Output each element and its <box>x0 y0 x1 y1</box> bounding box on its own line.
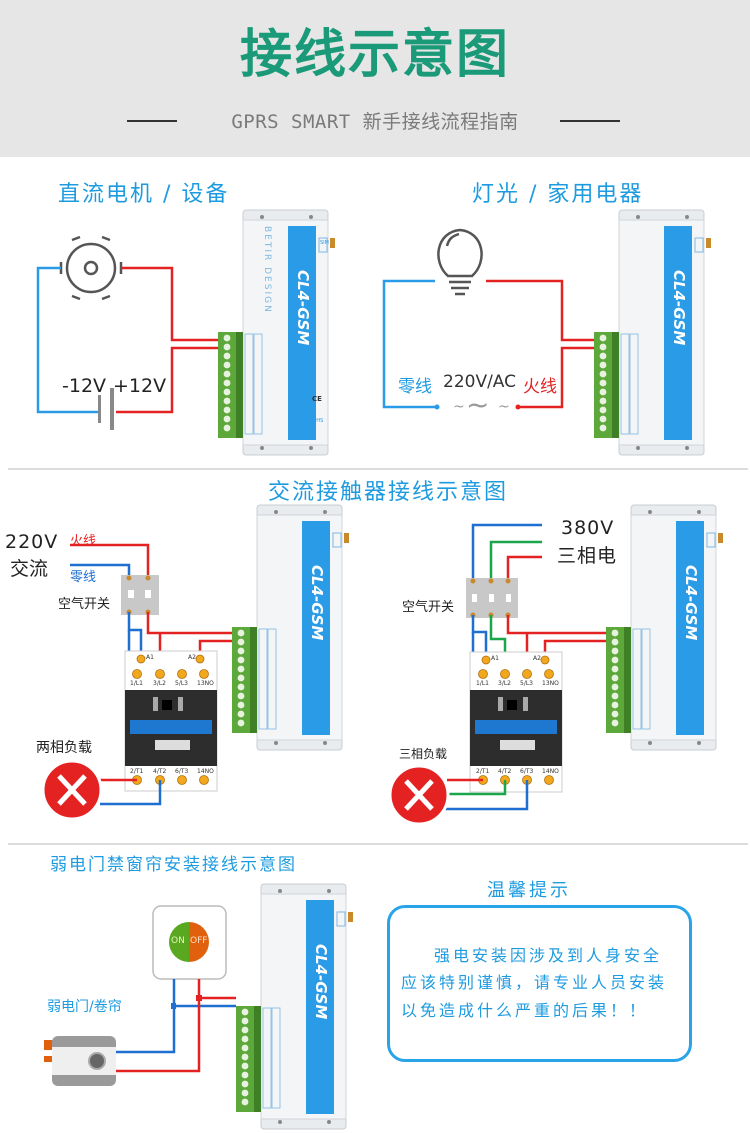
terminal-label: 13NO <box>197 680 214 687</box>
page-title: 接线示意图 <box>239 25 510 85</box>
page-subtitle: GPRS SMART 新手接线流程指南 <box>231 111 519 133</box>
live-wire-label: 火线 <box>523 377 557 397</box>
neutral-wire-label: 零线 <box>398 377 432 397</box>
contactor-icon <box>124 650 218 792</box>
tips-box <box>387 905 692 1062</box>
controller-label-group: CL4-GSM <box>302 535 330 735</box>
motor-icon <box>59 235 123 301</box>
controller-model: CL4-GSM <box>312 944 330 1020</box>
terminal-label: 6/T3 <box>520 768 534 775</box>
lighting-diagram: ~ ~ ~ <box>382 228 598 421</box>
rohs-mark: RoHS <box>310 418 324 424</box>
battery-icon <box>98 388 114 430</box>
terminal-label: 3/L2 <box>153 680 166 687</box>
ac-voltage-label: 220V/AC <box>443 372 517 392</box>
controller-device <box>605 504 724 751</box>
terminal-label: 2/T1 <box>130 768 144 775</box>
section-title-lighting: 灯光 / 家用电器 <box>472 182 644 207</box>
terminal-label: 1/L1 <box>476 680 489 687</box>
terminal-label: 3/L2 <box>498 680 511 687</box>
terminal-label: 2/T1 <box>476 768 490 775</box>
terminal-label: 4/T2 <box>153 768 167 775</box>
controller-label-group: CL4-GSM <box>306 914 334 1114</box>
controller-label-group: CL4-GSM <box>676 535 704 735</box>
controller-model: CL4-GSM <box>682 565 700 641</box>
controller-type: controller <box>286 344 297 392</box>
breaker-label: 空气开关 <box>402 600 455 615</box>
controller-label-group: CL4-GSM <box>288 240 316 440</box>
supply-type-label: 交流 <box>10 558 49 580</box>
load-icon <box>41 759 103 821</box>
weak-current-diagram <box>44 905 236 1086</box>
pos-voltage-label: +12V <box>113 375 167 397</box>
controller-model: CL4-GSM <box>308 565 326 641</box>
controller-label-group: CL4-GSM <box>664 240 692 440</box>
svg-text:~: ~ <box>498 399 510 415</box>
section-title-dc-motor: 直流电机 / 设备 <box>58 182 230 207</box>
tips-title: 温馨提示 <box>487 880 571 901</box>
tip-line: 强电安装因涉及到人身安全 <box>434 946 663 965</box>
header-banner <box>0 0 750 157</box>
contactor-icon <box>469 651 563 793</box>
load-icon <box>388 764 450 826</box>
terminal-label: 5/L3 <box>520 680 533 687</box>
ce-mark: CE <box>312 395 322 403</box>
section-divider <box>8 843 748 845</box>
load-label: 两相负载 <box>36 740 92 756</box>
neutral-wire-label: 零线 <box>70 570 97 585</box>
supply-type-label: 三相电 <box>557 545 618 567</box>
svg-text:~: ~ <box>466 388 489 421</box>
neg-voltage-label: -12V <box>62 375 107 397</box>
contactor-right-diagram <box>388 523 606 826</box>
door-lock-icon <box>44 1036 116 1086</box>
switch-off-label: OFF <box>190 936 208 946</box>
contactor-left-diagram <box>41 543 236 821</box>
tip-line: 应该特别谨慎，请专业人员安装 <box>401 973 668 992</box>
terminal-label: 6/T3 <box>175 768 189 775</box>
live-wire-label: 火线 <box>70 534 97 549</box>
supply-voltage-label: 220V <box>5 531 59 553</box>
terminal-label: 14NO <box>197 768 214 775</box>
svg-text:~: ~ <box>453 399 465 415</box>
breaker-label: 空气开关 <box>58 597 111 612</box>
coil-a1-label: A1 <box>491 655 499 662</box>
section-title-weak-current: 弱电门禁窗帘安装接线示意图 <box>50 855 297 875</box>
terminal-label: 4/T2 <box>498 768 512 775</box>
terminal-label: 1/L1 <box>130 680 143 687</box>
device-label: 弱电门/卷帘 <box>47 999 122 1015</box>
controller-device <box>235 883 354 1130</box>
coil-a1-label: A1 <box>146 654 154 661</box>
light-bulb-icon <box>437 228 483 296</box>
subtitle-dash-left <box>127 120 177 122</box>
supply-voltage-label: 380V <box>561 517 615 539</box>
terminal-label: 5/L3 <box>175 680 188 687</box>
section-title-contactor: 交流接触器接线示意图 <box>268 480 509 505</box>
breaker-icon <box>121 575 159 615</box>
terminal-label: 14NO <box>542 768 559 775</box>
dc-motor-diagram <box>36 235 222 430</box>
coil-a2-label: A2 <box>188 654 196 661</box>
controller-brand: BETIR DESIGN <box>262 226 272 314</box>
coil-a2-label: A2 <box>533 655 541 662</box>
controller-device <box>231 504 350 751</box>
terminal-label: 13NO <box>542 680 559 687</box>
subtitle-dash-right <box>560 120 620 122</box>
load-label: 三相负载 <box>399 747 448 761</box>
switch-on-label: ON <box>171 936 185 946</box>
sim-slot-label: SIM <box>320 240 329 246</box>
tip-line: 以免造成什么严重的后果！！ <box>401 1001 649 1020</box>
controller-model: CL4-GSM <box>670 270 688 346</box>
section-divider <box>8 468 748 470</box>
controller-device <box>593 209 712 456</box>
